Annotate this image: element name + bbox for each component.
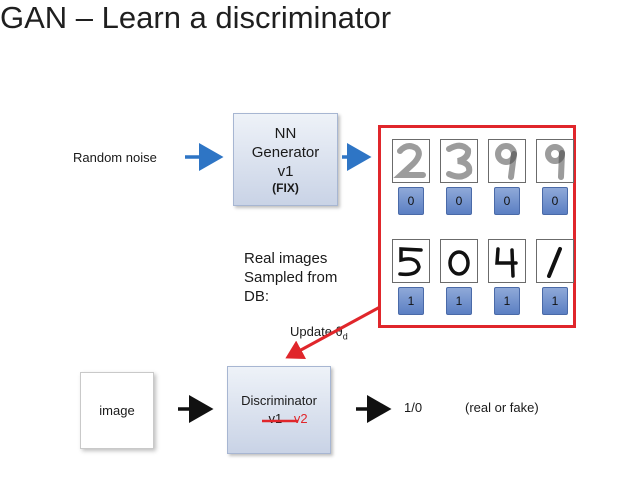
update-sub: d: [342, 331, 348, 342]
update-arrow: [285, 305, 381, 360]
real-text-line2: Sampled from: [244, 269, 338, 286]
real-label-4: 1: [542, 287, 568, 315]
real-images-text: Real images Sampled from DB:: [244, 249, 337, 306]
output-label: 1/0: [404, 400, 423, 415]
generator-line3: v1: [277, 163, 294, 180]
fake-image-1: [392, 139, 430, 183]
real-image-4: [536, 239, 574, 283]
fake-label-3: 0: [494, 187, 520, 215]
samples-frame: [378, 125, 576, 328]
real-image-2: [440, 239, 478, 283]
fake-image-4: [536, 139, 574, 183]
fake-label-4: 0: [542, 187, 568, 215]
generator-line2: Generator: [251, 144, 320, 161]
random-noise-label: Random noise: [73, 150, 157, 165]
image-box: image: [80, 372, 154, 449]
fake-image-3: [488, 139, 526, 183]
image-box-label: image: [99, 403, 135, 418]
real-text-line1: Real images: [244, 250, 328, 267]
generator-line1: NN: [274, 125, 297, 142]
generator-fix: (FIX): [272, 181, 299, 195]
discriminator-title: Discriminator: [241, 393, 317, 408]
real-text-line3: DB:: [244, 288, 270, 305]
fake-label-1: 0: [398, 187, 424, 215]
page-title: GAN – Learn a discriminator: [0, 0, 392, 35]
generator-box: NN Generator v1 (FIX): [233, 113, 338, 206]
real-image-1: [392, 239, 430, 283]
real-image-3: [488, 239, 526, 283]
fake-image-2: [440, 139, 478, 183]
real-label-3: 1: [494, 287, 520, 315]
discriminator-box: Discriminator v1 v2: [227, 366, 331, 454]
fake-label-2: 0: [446, 187, 472, 215]
output-note: (real or fake): [465, 400, 539, 415]
real-label-1: 1: [398, 287, 424, 315]
real-label-2: 1: [446, 287, 472, 315]
